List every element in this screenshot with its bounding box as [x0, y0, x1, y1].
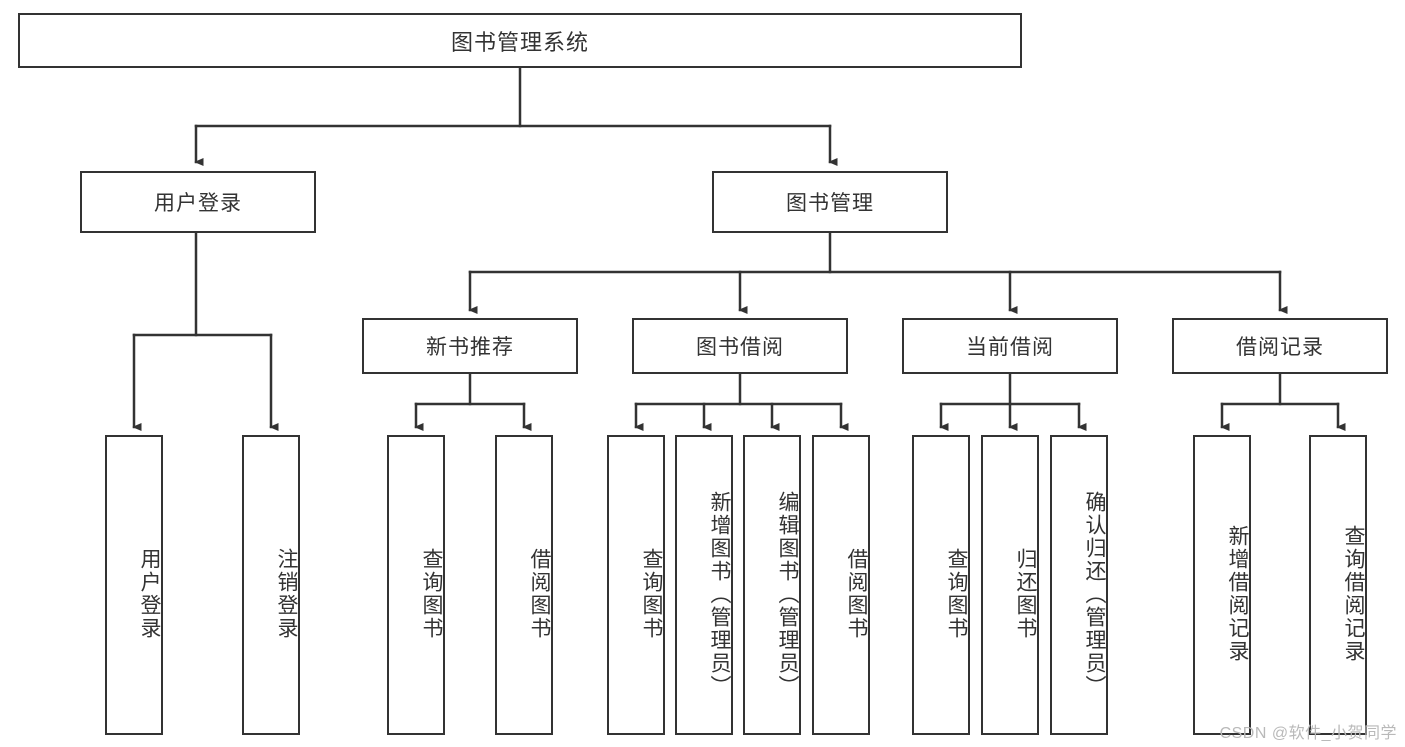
node-book-borrow[interactable]: 图书借阅: [632, 318, 848, 374]
node-root-system[interactable]: 图书管理系统: [18, 13, 1022, 68]
leaf-borrow-query-book[interactable]: 查询图书: [607, 435, 665, 735]
leaf-borrow-edit-book-admin[interactable]: 编辑图书（管理员）: [743, 435, 801, 735]
watermark-text: CSDN @软件_小贺同学: [1219, 725, 1397, 742]
leaf-user-login-login[interactable]: 用户登录: [105, 435, 163, 735]
leaf-new-book-query[interactable]: 查询图书: [387, 435, 445, 735]
node-user-login[interactable]: 用户登录: [80, 171, 316, 233]
leaf-record-add-record[interactable]: 新增借阅记录: [1193, 435, 1251, 735]
node-new-book-recommend[interactable]: 新书推荐: [362, 318, 578, 374]
node-current-borrow[interactable]: 当前借阅: [902, 318, 1118, 374]
leaf-current-return-book[interactable]: 归还图书: [981, 435, 1039, 735]
leaf-user-login-logout[interactable]: 注销登录: [242, 435, 300, 735]
node-borrow-record[interactable]: 借阅记录: [1172, 318, 1388, 374]
leaf-current-confirm-return-admin[interactable]: 确认归还（管理员）: [1050, 435, 1108, 735]
leaf-current-query-book[interactable]: 查询图书: [912, 435, 970, 735]
leaf-borrow-add-book-admin[interactable]: 新增图书（管理员）: [675, 435, 733, 735]
leaf-new-book-borrow[interactable]: 借阅图书: [495, 435, 553, 735]
leaf-borrow-borrow-book[interactable]: 借阅图书: [812, 435, 870, 735]
leaf-record-query-record[interactable]: 查询借阅记录: [1309, 435, 1367, 735]
node-book-management[interactable]: 图书管理: [712, 171, 948, 233]
